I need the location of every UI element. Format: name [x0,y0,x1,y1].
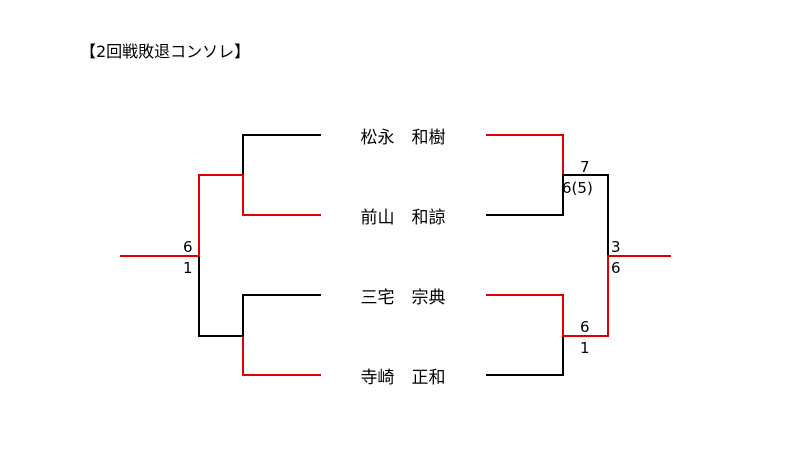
player-name-1: 松永 和樹 [361,128,446,148]
player-name-3: 三宅 宗典 [361,288,446,308]
score-right-final-bottom: 6 [611,259,621,277]
score-right-semi-2-top: 6 [580,318,590,336]
score-right-semi-1-top: 7 [580,158,590,176]
left-final-lower [198,255,244,337]
score-left-final-bottom: 1 [183,259,193,277]
score-right-semi-2-bottom: 1 [580,339,590,357]
right-line-player-3 [486,294,564,337]
right-line-player-2 [486,174,564,216]
score-right-final-top: 3 [611,238,621,256]
right-line-player-4 [486,335,564,376]
left-final-upper [198,174,244,257]
left-line-player-1 [242,134,321,176]
score-right-semi-1-bottom: 6(5) [562,179,593,197]
left-line-player-3 [242,294,321,337]
right-line-player-1 [486,134,564,176]
player-name-2: 前山 和諒 [361,208,446,228]
left-line-player-2 [242,174,321,216]
right-final-lower [562,255,609,337]
page-title: 【2回戦敗退コンソレ】 [80,42,251,61]
right-final-upper [562,174,609,257]
score-left-final-top: 6 [183,238,193,256]
left-line-player-4 [242,335,321,376]
player-name-4: 寺崎 正和 [361,368,446,388]
